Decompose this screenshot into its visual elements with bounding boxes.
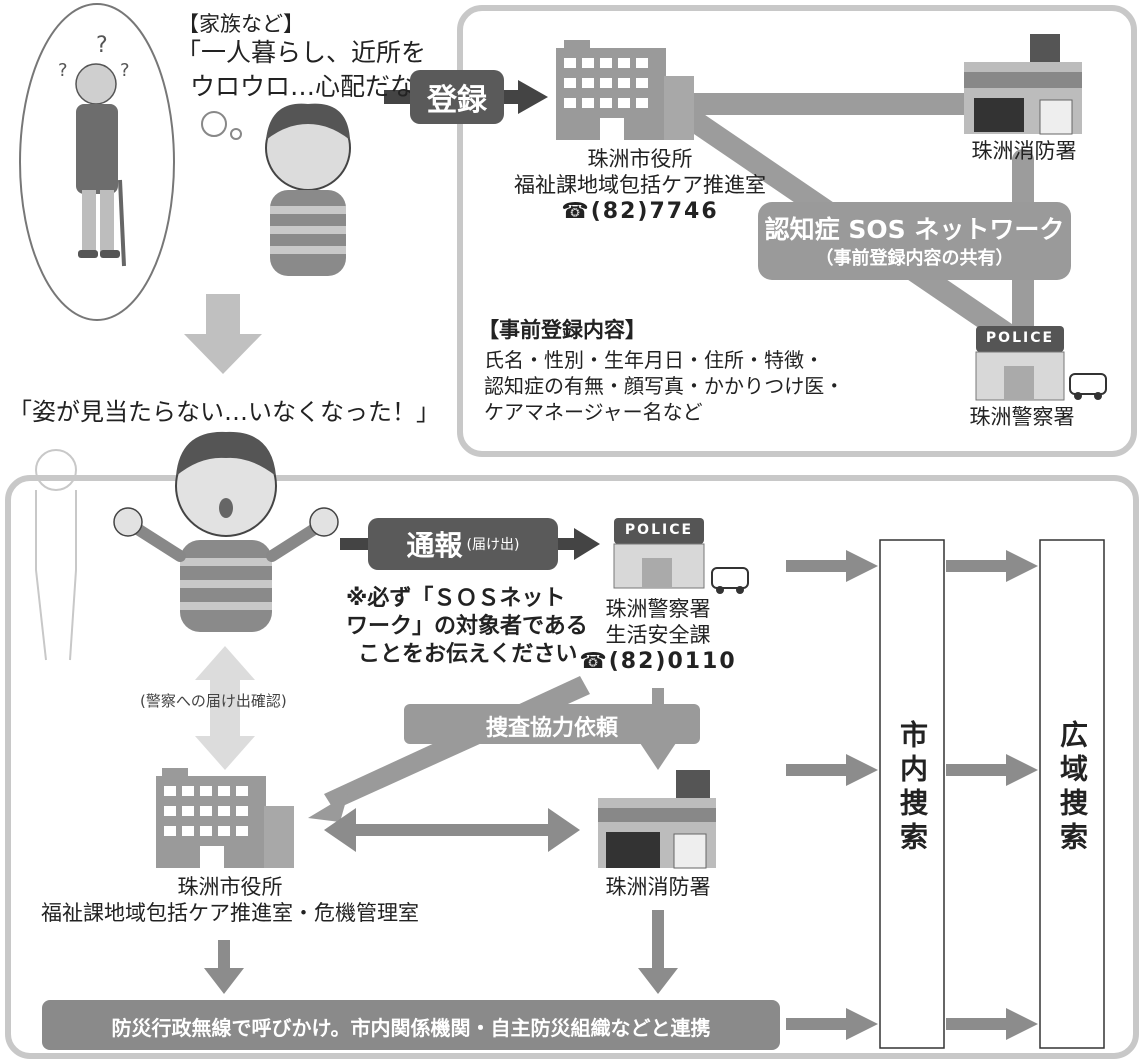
prereg-line3: ケアマネージャー名など xyxy=(484,400,703,424)
search-arrows xyxy=(786,550,1038,1040)
missing-quote: 「姿が見当たらない…いなくなった！」 xyxy=(8,398,440,426)
city-hall-building-bottom xyxy=(156,768,294,868)
police-sign-top: POLICE xyxy=(985,330,1055,346)
police-phone-bottom: ☎(82)0110 xyxy=(579,649,737,674)
svg-text:?: ? xyxy=(96,33,108,58)
wide-search-label: 広域捜索 xyxy=(1056,720,1089,856)
prereg-heading: 【事前登録内容】 xyxy=(478,318,646,342)
bottom-bar-label: 防災行政無線で呼びかけ。市内関係機関・自主防災組織などと連携 xyxy=(111,1016,711,1040)
city-search-label: 市内捜索 xyxy=(896,720,929,856)
cooperation-band xyxy=(404,704,700,744)
police-name-bottom: 珠洲警察署 xyxy=(605,597,711,621)
fire-station-building-bottom xyxy=(598,770,716,869)
report-arrow-tail xyxy=(340,538,374,550)
fire-station-name-top: 珠洲消防署 xyxy=(971,139,1077,163)
elderly-man-figure: ? ? ? xyxy=(58,33,130,267)
register-arrow-head xyxy=(518,80,548,114)
svg-text:?: ? xyxy=(120,60,130,81)
search-panel xyxy=(5,475,1139,1059)
police-name-top: 珠洲警察署 xyxy=(969,405,1075,429)
prereg-line2: 認知症の有無・顔写真・かかりつけ医・ xyxy=(484,374,845,398)
missing-person-outline xyxy=(35,449,77,661)
note-line1: ※必ず「ＳＯＳネット xyxy=(346,586,566,611)
city-hall-dept-bottom: 福祉課地域包括ケア推進室・危機管理室 xyxy=(41,901,419,925)
city-hall-phone-top: ☎(82)7746 xyxy=(561,199,719,224)
police-dept-bottom: 生活安全課 xyxy=(605,623,711,647)
report-pill: 通報 (届け出) xyxy=(368,518,558,570)
note-line3: ことをお伝えください xyxy=(358,642,578,667)
family-member-figure xyxy=(265,103,351,276)
network-band xyxy=(758,202,1071,280)
down-arrow-main xyxy=(184,294,262,374)
city-hall-name-top: 珠洲市役所 xyxy=(587,147,693,171)
family-member-alarmed-figure xyxy=(113,431,339,632)
thought-bubble xyxy=(230,128,242,140)
report-label: 通報 xyxy=(406,529,463,562)
city-hall-name-bottom: 珠洲市役所 xyxy=(177,875,283,899)
wide-search-label-wrap: 広域捜索 xyxy=(1040,720,1104,890)
family-quote-line2: ウロウロ…心配だな」 xyxy=(190,72,441,101)
police-station-building-top xyxy=(975,326,1107,401)
svg-text:?: ? xyxy=(58,60,68,81)
fire-station-building-top xyxy=(964,34,1082,135)
police-station-building-bottom xyxy=(613,518,749,594)
city-search-column xyxy=(879,539,945,1049)
register-label: 登録 xyxy=(410,70,504,124)
report-sublabel: (届け出) xyxy=(466,537,520,553)
bottom-down-arrows xyxy=(204,910,678,994)
bottom-action-bar xyxy=(42,1000,780,1050)
wide-search-column xyxy=(1039,539,1105,1049)
family-quote-line1: 「一人暮らし、近所を xyxy=(176,38,427,67)
report-arrow-head xyxy=(574,528,600,560)
cityhall-fire-double-arrow xyxy=(324,808,580,852)
fire-station-name-bottom: 珠洲消防署 xyxy=(605,875,711,899)
prereg-line1: 氏名・性別・生年月日・住所・特徴・ xyxy=(484,348,824,372)
thought-bubble xyxy=(201,111,227,137)
city-hall-dept-top: 福祉課地域包括ケア推進室 xyxy=(514,173,766,197)
city-search-label-wrap: 市内捜索 xyxy=(880,720,944,890)
family-heading: 【家族など】 xyxy=(178,12,304,36)
network-title: 認知症 SOS ネットワーク xyxy=(764,215,1065,244)
note-line2: ワーク」の対象者である xyxy=(346,614,588,639)
police-sign-bottom: POLICE xyxy=(624,522,694,538)
cooperation-label: 捜査協力依頼 xyxy=(485,716,618,741)
city-hall-building-top xyxy=(556,40,694,140)
network-subtitle: （事前登録内容の共有） xyxy=(815,248,1014,269)
confirm-double-arrow xyxy=(195,646,255,770)
confirm-label: (警察への届け出確認) xyxy=(140,692,287,710)
